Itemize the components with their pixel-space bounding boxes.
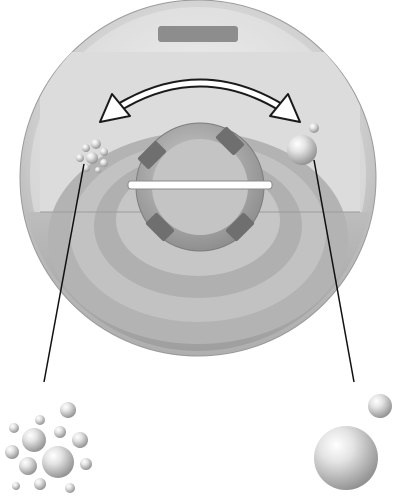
knob-indicator-bar (128, 181, 272, 189)
top-tab (158, 26, 238, 42)
small-bubbles-icon (5, 402, 92, 493)
large-bubble-icon (314, 394, 392, 490)
